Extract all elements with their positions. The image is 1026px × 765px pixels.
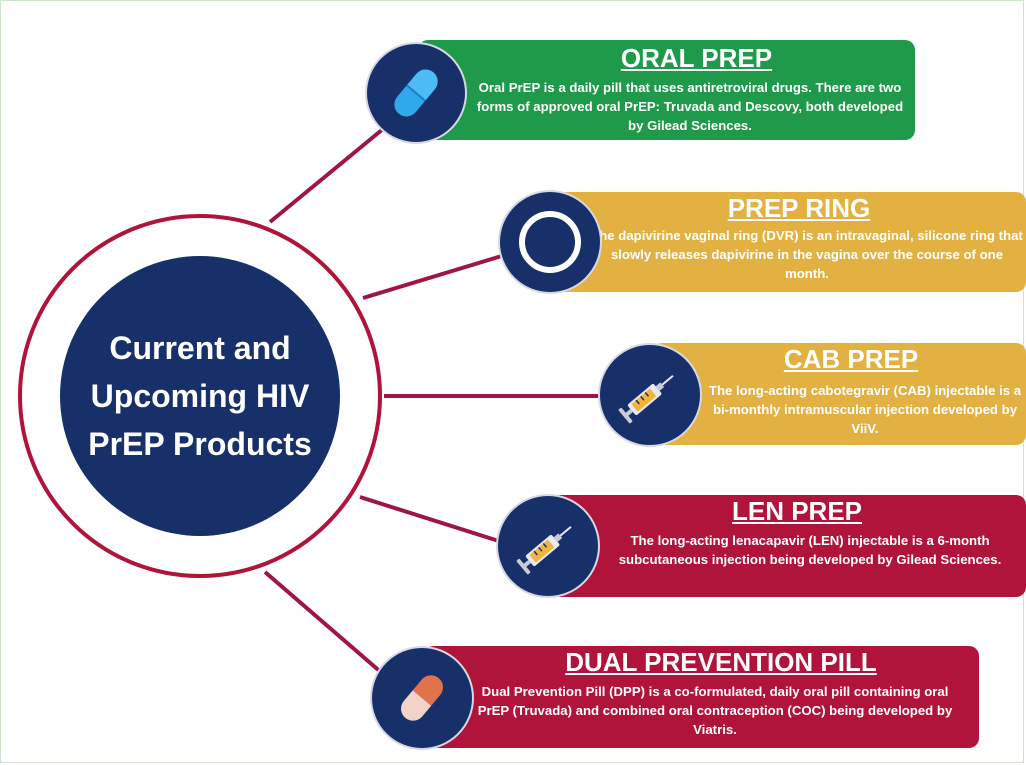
connector-oral-prep <box>268 113 402 224</box>
badge-cab-prep <box>598 343 702 447</box>
connector-dual-prevention-pill <box>263 570 392 682</box>
card-title-dual-prevention-pill: DUAL PREVENTION PILL <box>565 647 877 677</box>
badge-dual-prevention-pill <box>370 646 474 750</box>
center-title: Current and Upcoming HIV PrEP Products <box>88 330 312 462</box>
vaginal-ring-icon <box>519 211 581 273</box>
card-title-prep-ring: PREP RING <box>727 193 871 223</box>
card-cab-prep: CAB PREP The long-acting cabotegravir (C… <box>652 343 1026 445</box>
card-body-cab-prep: The long-acting cabotegravir (CAB) injec… <box>708 383 1022 436</box>
card-oral-prep: ORAL PREP Oral PrEP is a daily pill that… <box>418 40 915 140</box>
card-dual-prevention-pill: DUAL PREVENTION PILL Dual Prevention Pil… <box>423 646 979 748</box>
connector-len-prep <box>359 495 506 545</box>
pill-tablet-icon <box>394 69 438 117</box>
card-title-oral-prep: ORAL PREP <box>620 43 773 73</box>
center-hub: Current and Upcoming HIV PrEP Products <box>18 214 382 578</box>
capsule-icon <box>401 675 443 721</box>
badge-oral-prep <box>365 42 467 144</box>
card-body-oral-prep: Oral PrEP is a daily pill that uses anti… <box>476 80 904 133</box>
card-len-prep: LEN PREP The long-acting lenacapavir (LE… <box>548 495 1026 597</box>
card-prep-ring: PREP RING The dapivirine vaginal ring (D… <box>552 192 1026 292</box>
badge-prep-ring <box>498 190 602 294</box>
syringe-icon <box>618 374 674 424</box>
syringe-icon <box>516 525 572 575</box>
card-title-cab-prep: CAB PREP <box>783 344 919 374</box>
center-hub-disc: Current and Upcoming HIV PrEP Products <box>60 256 340 536</box>
connector-prep-ring <box>362 253 506 300</box>
badge-len-prep <box>496 494 600 598</box>
card-title-len-prep: LEN PREP <box>731 496 863 526</box>
card-body-len-prep: The long-acting lenacapavir (LEN) inject… <box>618 533 1002 567</box>
card-body-dual-prevention-pill: Dual Prevention Pill (DPP) is a co-formu… <box>477 684 953 737</box>
card-body-prep-ring: The dapivirine vaginal ring (DVR) is an … <box>591 228 1023 281</box>
